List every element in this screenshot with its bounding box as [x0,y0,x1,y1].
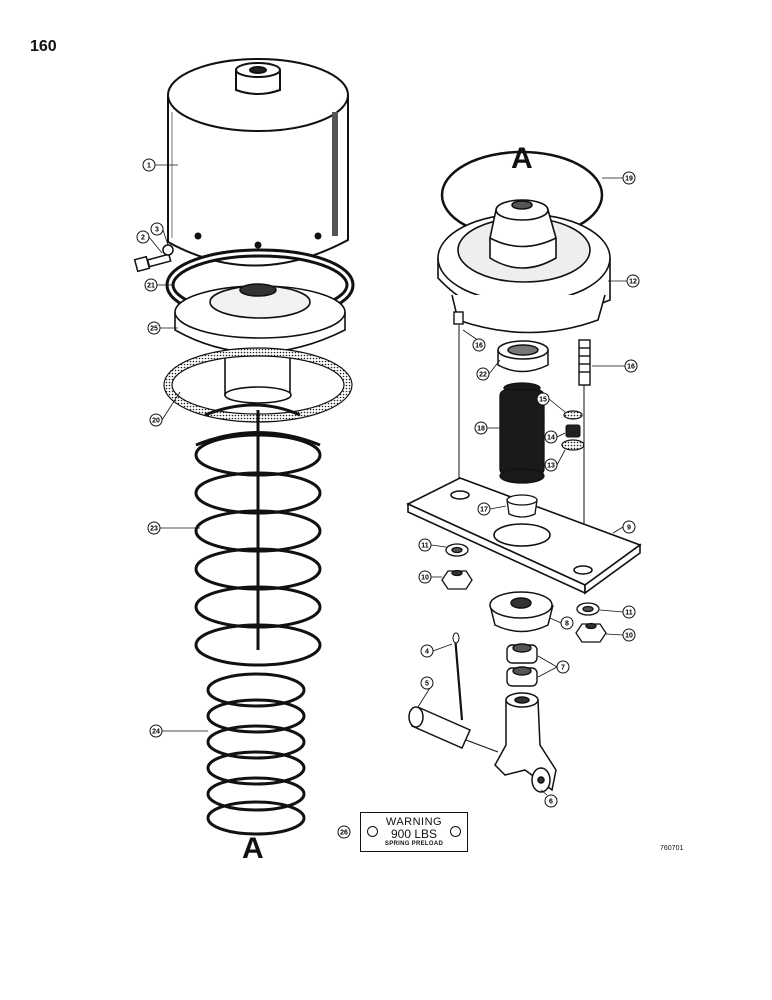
hex-nut [441,569,607,643]
mounting-plate [406,477,642,595]
callout-19: 19 [625,176,633,183]
callout-17: 17 [480,507,488,514]
callout-13: 13 [547,463,555,470]
callout-15: 15 [539,397,547,404]
callout-11: 11 [421,543,429,550]
plate-hole-icon [367,826,378,837]
view-letter-a-bottom: A [242,832,264,865]
callout-6: 6 [549,799,553,806]
spring-housing-cylinder [167,58,349,267]
bushing [497,340,549,373]
leader-lines [148,164,627,796]
callout-8: 8 [565,621,569,628]
callout-16: 16 [627,364,635,371]
callout-11: 11 [625,610,633,617]
cotter-pin-eye [452,632,460,644]
washer [561,439,585,451]
callout-21: 21 [147,283,155,290]
spacer [506,494,538,518]
warning-plate: WARNING 900 LBS SPRING PRELOAD [360,812,468,852]
callout-26: 26 [340,830,348,837]
callout-4: 4 [425,649,429,656]
callout-12: 12 [629,279,637,286]
callout-9: 9 [627,525,631,532]
stud [453,311,591,386]
reference-code: 760701 [660,845,684,852]
callout-2: 2 [141,235,145,242]
view-letter-a-top: A [511,142,533,175]
page-number: 160 [30,38,57,55]
assembly-line [465,739,499,753]
callout-10: 10 [421,575,429,582]
inner-spring [206,672,306,836]
cotter-pin [453,635,464,721]
rubber-boot [499,382,545,484]
spring-cup [489,591,554,633]
callout-5: 5 [425,681,429,688]
clevis-pin [408,706,471,749]
callout-20: 20 [152,418,160,425]
callout-16: 16 [475,343,483,350]
callout-14: 14 [547,435,555,442]
callout-markers [136,158,640,839]
callout-7: 7 [561,665,565,672]
nut [565,424,581,438]
lock-washer [162,244,174,256]
plate-hole-icon [450,826,461,837]
spring-adjuster-housing [437,199,611,334]
washer [445,543,600,616]
callout-10: 10 [625,633,633,640]
callout-18: 18 [477,426,485,433]
callout-22: 22 [479,372,487,379]
callout-25: 25 [150,326,158,333]
warning-subtext: SPRING PRELOAD [384,841,444,847]
warning-text: WARNING [385,816,443,828]
callout-24: 24 [152,729,160,736]
warning-load: 900 LBS [390,827,438,841]
callout-numbers: 1 2 3 21 25 20 23 24 19 12 16 16 22 15 1… [141,163,637,837]
callout-3: 3 [155,227,159,234]
clevis [494,692,557,793]
callout-1: 1 [147,163,151,170]
outer-spring [194,403,322,667]
spring-retainer-plate [174,283,346,404]
jam-nut [506,643,538,687]
callout-23: 23 [150,526,158,533]
washer [563,410,583,420]
capscrew [133,253,172,273]
